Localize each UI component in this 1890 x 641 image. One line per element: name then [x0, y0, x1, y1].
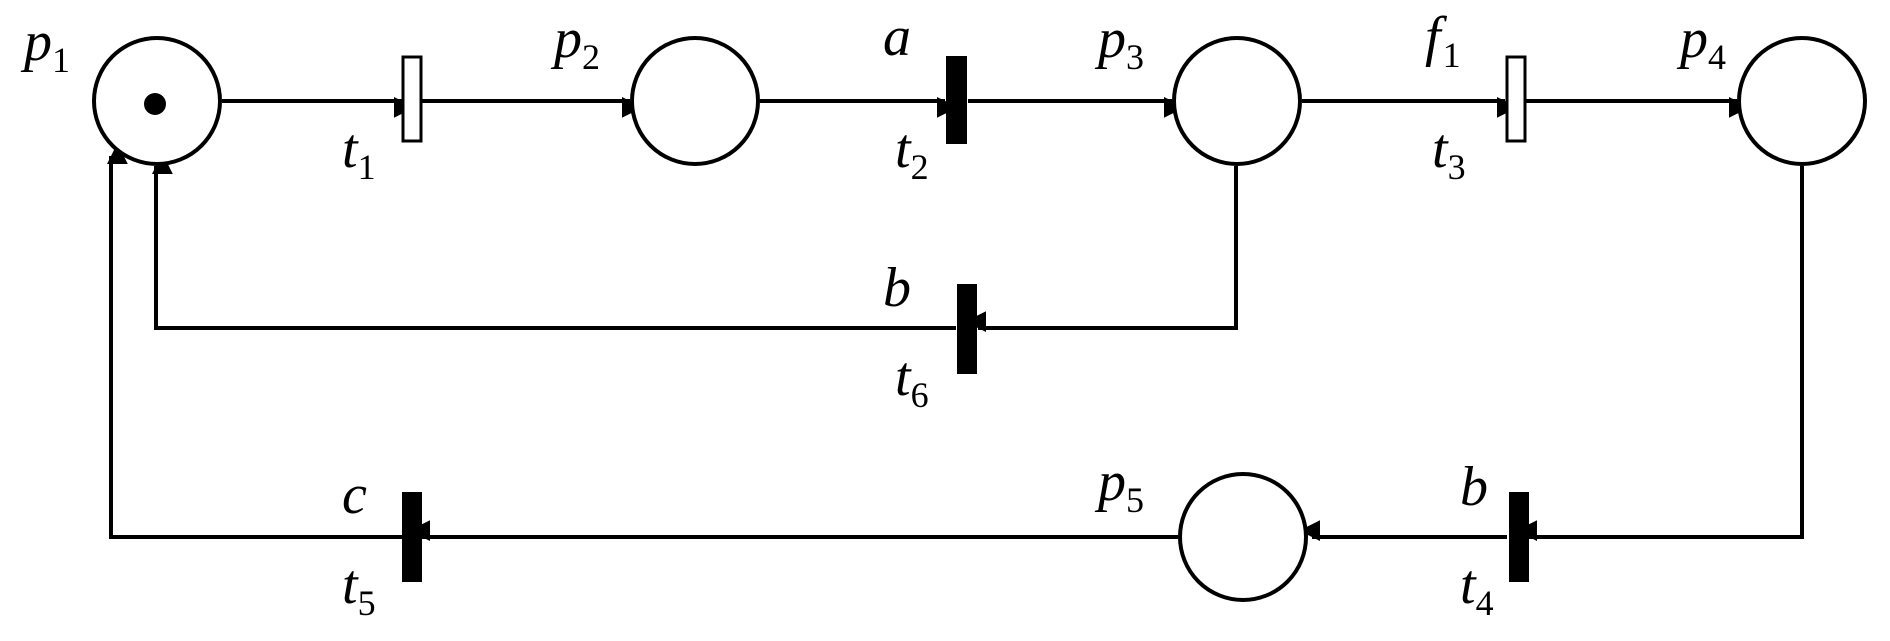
place-p3 [1172, 36, 1302, 166]
transition-t5 [402, 492, 422, 582]
transition-labels: t1 t2 t3 t4 t5 t6 [342, 118, 1494, 623]
place-label-p2: p2 [550, 8, 600, 77]
transitions [401, 55, 1529, 582]
transition-t6 [957, 284, 977, 374]
place-label-p3: p3 [1094, 8, 1144, 77]
arc-p4-t4 [1516, 166, 1804, 541]
arc-p3-t6 [965, 166, 1238, 332]
transition-t4 [1509, 492, 1529, 582]
place-p4 [1737, 36, 1867, 166]
arcs [107, 97, 1804, 541]
place-p5 [1178, 472, 1308, 602]
event-label-t6: b [883, 257, 911, 319]
transition-t3 [1505, 55, 1527, 143]
event-label-t2: a [883, 6, 911, 68]
transition-label-t5: t5 [342, 554, 376, 623]
place-label-p4: p4 [1676, 8, 1726, 77]
arc-t6-p1 [152, 153, 956, 330]
transition-label-t4: t4 [1460, 554, 1494, 623]
places [92, 36, 1867, 602]
event-labels: a f1 b c b [342, 6, 1488, 526]
transition-t1 [401, 55, 423, 143]
event-label-t5: c [342, 464, 367, 526]
token-p1 [144, 93, 166, 115]
place-labels: p1 p2 p3 p4 p5 [20, 8, 1726, 520]
arc-t5-p1 [107, 143, 402, 539]
transition-label-t6: t6 [895, 346, 929, 415]
place-label-p1: p1 [20, 11, 70, 80]
event-label-t4: b [1460, 456, 1488, 518]
transition-label-t2: t2 [895, 118, 929, 187]
event-label-t3: f1 [1425, 6, 1461, 75]
transition-t2 [946, 56, 967, 144]
place-p2 [630, 36, 760, 166]
transition-label-t1: t1 [342, 118, 376, 187]
transition-label-t3: t3 [1432, 118, 1466, 187]
place-label-p5: p5 [1094, 451, 1144, 520]
